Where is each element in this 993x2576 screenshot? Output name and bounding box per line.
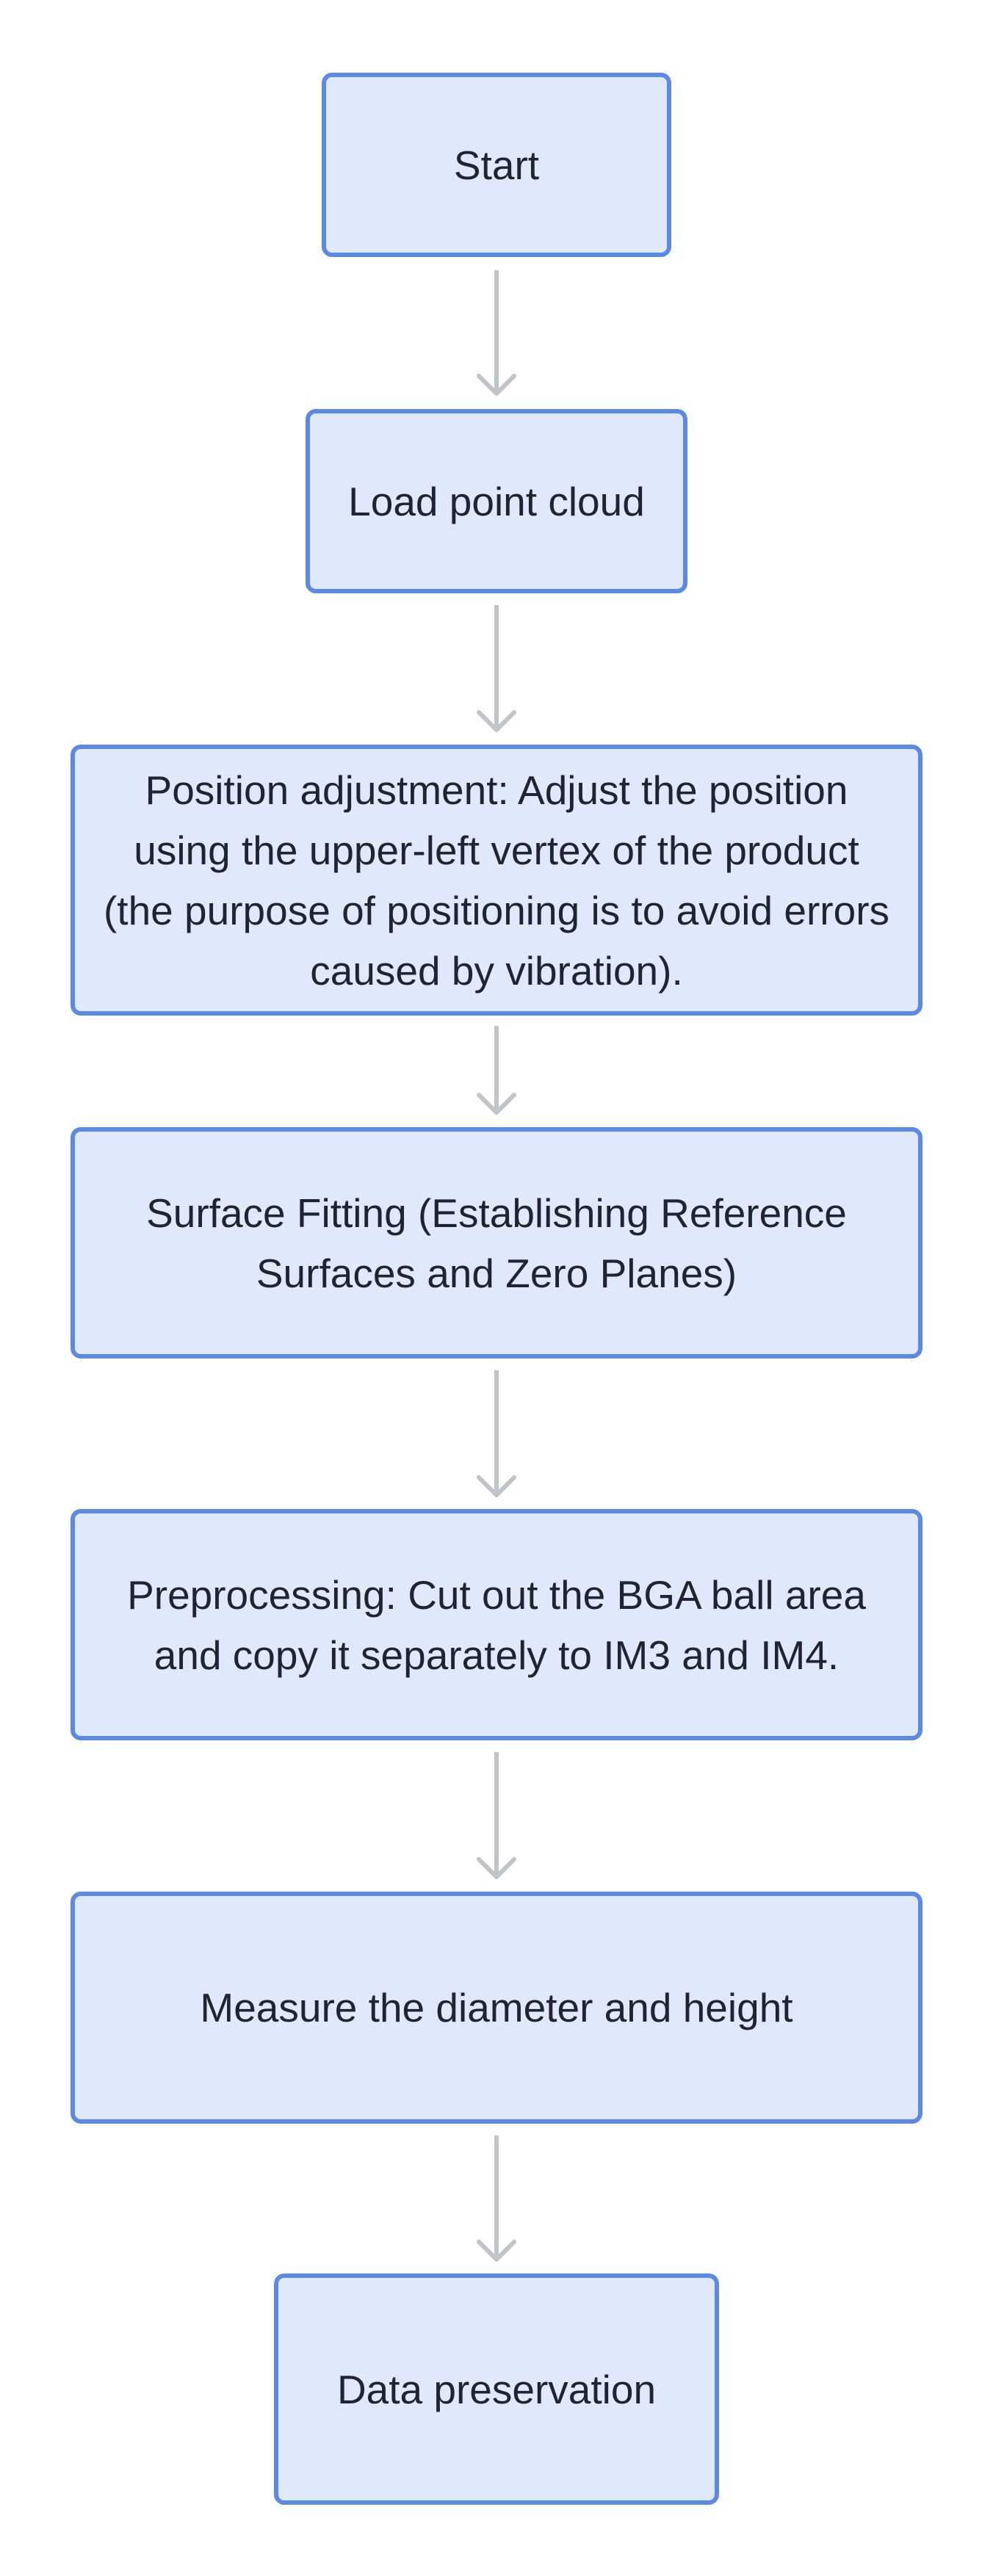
node-surface-fitting: Surface Fitting (Establishing Reference …	[71, 1127, 922, 1358]
node-data-preservation: Data preservation	[274, 2273, 719, 2505]
node-position-adjustment-label: Position adjustment: Adjust the position…	[103, 767, 890, 994]
node-load-point-cloud: Load point cloud	[306, 409, 687, 593]
node-preprocessing: Preprocessing: Cut out the BGA ball area…	[71, 1509, 922, 1740]
node-measure: Measure the diameter and height	[71, 1892, 922, 2124]
node-measure-label: Measure the diameter and height	[200, 1985, 793, 2030]
node-position-adjustment: Position adjustment: Adjust the position…	[71, 745, 922, 1016]
edge-position-to-surface	[477, 1026, 516, 1115]
edge-start-to-load	[477, 270, 516, 396]
node-data-preservation-label: Data preservation	[336, 2366, 657, 2412]
edge-measure-to-save	[477, 2135, 516, 2262]
node-start: Start	[322, 73, 671, 257]
edge-surface-to-preprocess	[477, 1370, 516, 1497]
node-surface-fitting-label: Surface Fitting (Establishing Reference …	[146, 1190, 847, 1296]
node-start-label: Start	[453, 142, 540, 188]
edge-preprocess-to-measure	[477, 1752, 516, 1879]
edge-load-to-position	[477, 605, 516, 732]
node-load-point-cloud-label: Load point cloud	[348, 478, 645, 524]
node-preprocessing-label: Preprocessing: Cut out the BGA ball area…	[127, 1571, 866, 1678]
